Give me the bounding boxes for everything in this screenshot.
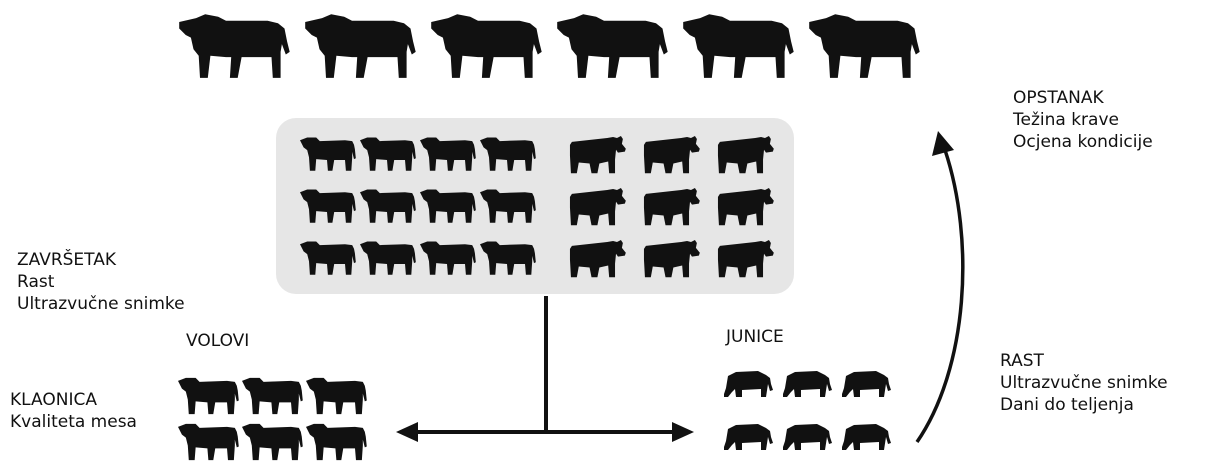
rast-label: RAST Ultrazvučne snimke Dani do teljenja <box>1000 350 1168 416</box>
heifer-grazing-icon <box>724 371 773 397</box>
steer-silhouette-icon <box>306 377 367 415</box>
steer-silhouette-icon <box>178 377 239 415</box>
heifer-grazing-icon <box>783 371 832 397</box>
steer-silhouette-icon <box>306 423 367 461</box>
junice-label: JUNICE <box>726 327 784 347</box>
arrow-to-steers-icon <box>396 422 418 442</box>
bulls-row <box>179 14 920 78</box>
zavrsetak-line-2: Ultrazvučne snimke <box>17 294 185 314</box>
return-arrowhead-icon <box>932 131 954 156</box>
zavrsetak-label: ZAVRŠETAK Rast Ultrazvučne snimke <box>17 249 185 315</box>
bull-silhouette-icon <box>557 14 668 78</box>
steer-silhouette-icon <box>178 423 239 461</box>
klaonica-label: KLAONICA Kvaliteta mesa <box>10 389 137 433</box>
heifers-group <box>724 371 891 450</box>
herd-cows-group <box>569 136 774 278</box>
klaonica-line-1: Kvaliteta mesa <box>10 412 137 432</box>
zavrsetak-title: ZAVRŠETAK <box>17 250 117 270</box>
heifer-grazing-icon <box>842 424 891 450</box>
opstanak-title: OPSTANAK <box>1013 88 1104 108</box>
heifer-grazing-icon <box>783 424 832 450</box>
arrow-to-heifers-icon <box>672 422 694 442</box>
opstanak-line-1: Težina krave <box>1013 110 1119 130</box>
return-curve-arrow <box>915 149 965 443</box>
opstanak-label: OPSTANAK Težina krave Ocjena kondicije <box>1013 87 1153 153</box>
heifer-grazing-icon <box>724 424 773 450</box>
bull-silhouette-icon <box>683 14 794 78</box>
bull-silhouette-icon <box>431 14 542 78</box>
steer-silhouette-icon <box>242 423 303 461</box>
bull-silhouette-icon <box>809 14 920 78</box>
bull-silhouette-icon <box>179 14 290 78</box>
steer-silhouette-icon <box>242 377 303 415</box>
steers-group <box>178 377 367 461</box>
volovi-label: VOLOVI <box>186 331 250 351</box>
rast-line-2: Dani do teljenja <box>1000 395 1134 415</box>
opstanak-line-2: Ocjena kondicije <box>1013 132 1153 152</box>
klaonica-title: KLAONICA <box>10 390 97 410</box>
rast-line-1: Ultrazvučne snimke <box>1000 373 1168 393</box>
bull-silhouette-icon <box>305 14 416 78</box>
heifer-grazing-icon <box>842 371 891 397</box>
zavrsetak-line-1: Rast <box>17 272 55 292</box>
rast-title: RAST <box>1000 351 1044 371</box>
